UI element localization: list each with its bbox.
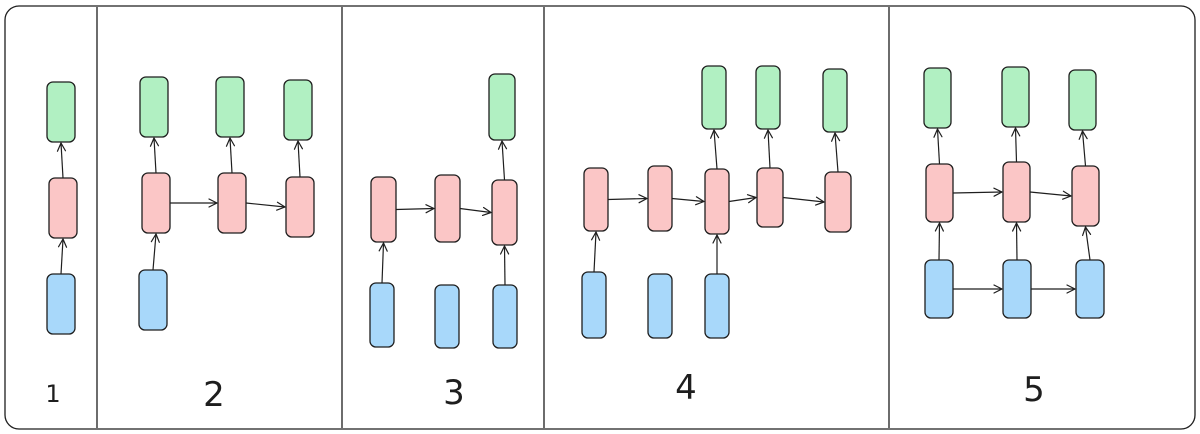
hidden-node	[824, 171, 852, 233]
arrow-edge	[459, 206, 492, 217]
panel-1-label: 1	[45, 380, 60, 408]
arrow-edge	[831, 132, 841, 173]
input-node	[581, 271, 607, 339]
nodes-layer	[46, 65, 1105, 349]
arrow-edge	[395, 204, 435, 214]
hidden-node	[647, 165, 673, 232]
output-node	[283, 79, 313, 141]
arrow-edge	[952, 187, 1003, 197]
arrow-edge	[1082, 226, 1092, 261]
hidden-node	[583, 167, 609, 232]
output-node	[215, 76, 245, 138]
arrow-edge	[293, 140, 304, 178]
arrow-edge	[149, 137, 160, 174]
output-node	[488, 73, 516, 141]
output-node	[701, 65, 727, 130]
output-node	[1001, 66, 1030, 128]
panel-3-label: 3	[443, 373, 465, 413]
arrow-edge	[1012, 222, 1022, 261]
output-node	[822, 68, 848, 133]
arrow-edge	[710, 129, 720, 170]
input-node	[369, 282, 395, 348]
hidden-node	[925, 163, 954, 223]
arrow-edge	[1029, 190, 1072, 200]
hidden-node	[285, 176, 315, 238]
input-node	[1002, 259, 1032, 319]
hidden-node	[48, 177, 78, 239]
input-node	[704, 273, 730, 339]
hidden-node	[704, 168, 730, 235]
output-node	[755, 65, 781, 130]
input-node	[46, 273, 76, 335]
panel-4-label: 4	[675, 368, 697, 408]
input-node	[924, 259, 954, 319]
arrow-edge	[728, 194, 757, 204]
hidden-node	[491, 179, 518, 246]
arrow-edge	[934, 222, 944, 261]
arrow-edge	[671, 196, 705, 206]
input-node	[138, 269, 168, 331]
arrow-edge	[497, 140, 508, 181]
hidden-node	[370, 176, 397, 243]
arrow-edge	[150, 233, 160, 271]
panel-2-label: 2	[203, 375, 225, 415]
arrow-edge	[57, 238, 68, 275]
arrow-edge	[933, 128, 943, 165]
arrow-edge	[591, 231, 601, 273]
hidden-node	[1002, 161, 1031, 223]
arrow-edge	[782, 196, 825, 206]
arrow-edge	[1011, 127, 1021, 163]
edges-layer	[56, 127, 1092, 294]
hidden-node	[217, 172, 247, 234]
hidden-node	[434, 174, 461, 243]
arrow-edge	[500, 245, 510, 286]
input-node	[647, 273, 673, 339]
input-node	[492, 284, 518, 349]
input-node	[1075, 259, 1105, 319]
arrow-edge	[56, 142, 67, 179]
arrow-edge	[225, 137, 236, 174]
arrow-edge	[1078, 130, 1088, 167]
arrow-edge	[763, 129, 774, 169]
arrow-edge	[245, 201, 286, 211]
output-node	[46, 81, 76, 143]
arrow-edge	[378, 242, 388, 284]
hidden-node	[1071, 165, 1100, 227]
arrow-edge	[607, 194, 648, 204]
output-node	[923, 67, 952, 129]
panel-5-label: 5	[1023, 370, 1045, 410]
output-node	[1068, 69, 1097, 131]
output-node	[139, 76, 169, 138]
input-node	[434, 284, 460, 349]
hidden-node	[141, 172, 171, 234]
hidden-node	[756, 167, 784, 228]
